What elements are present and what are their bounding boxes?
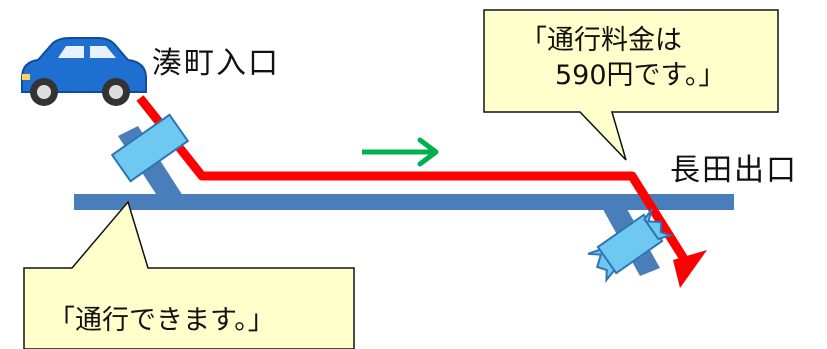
exit-gate-icon [587,208,674,283]
car-icon [21,37,147,106]
exit-label: 長田出口 [670,153,798,188]
entrance-label: 湊町入口 [152,46,280,81]
toll-speech-bubble [483,9,779,161]
gate-icon [110,113,190,183]
highway-main [74,194,734,210]
route-arrow-head [673,250,707,288]
toll-message-line1: 「通行料金は [520,25,682,56]
pass-speech-bubble [23,200,355,349]
toll-message-line2: 590円です。」 [555,60,726,91]
pass-message: 「通行できます。」 [48,305,275,336]
direction-arrow-icon [362,137,439,167]
